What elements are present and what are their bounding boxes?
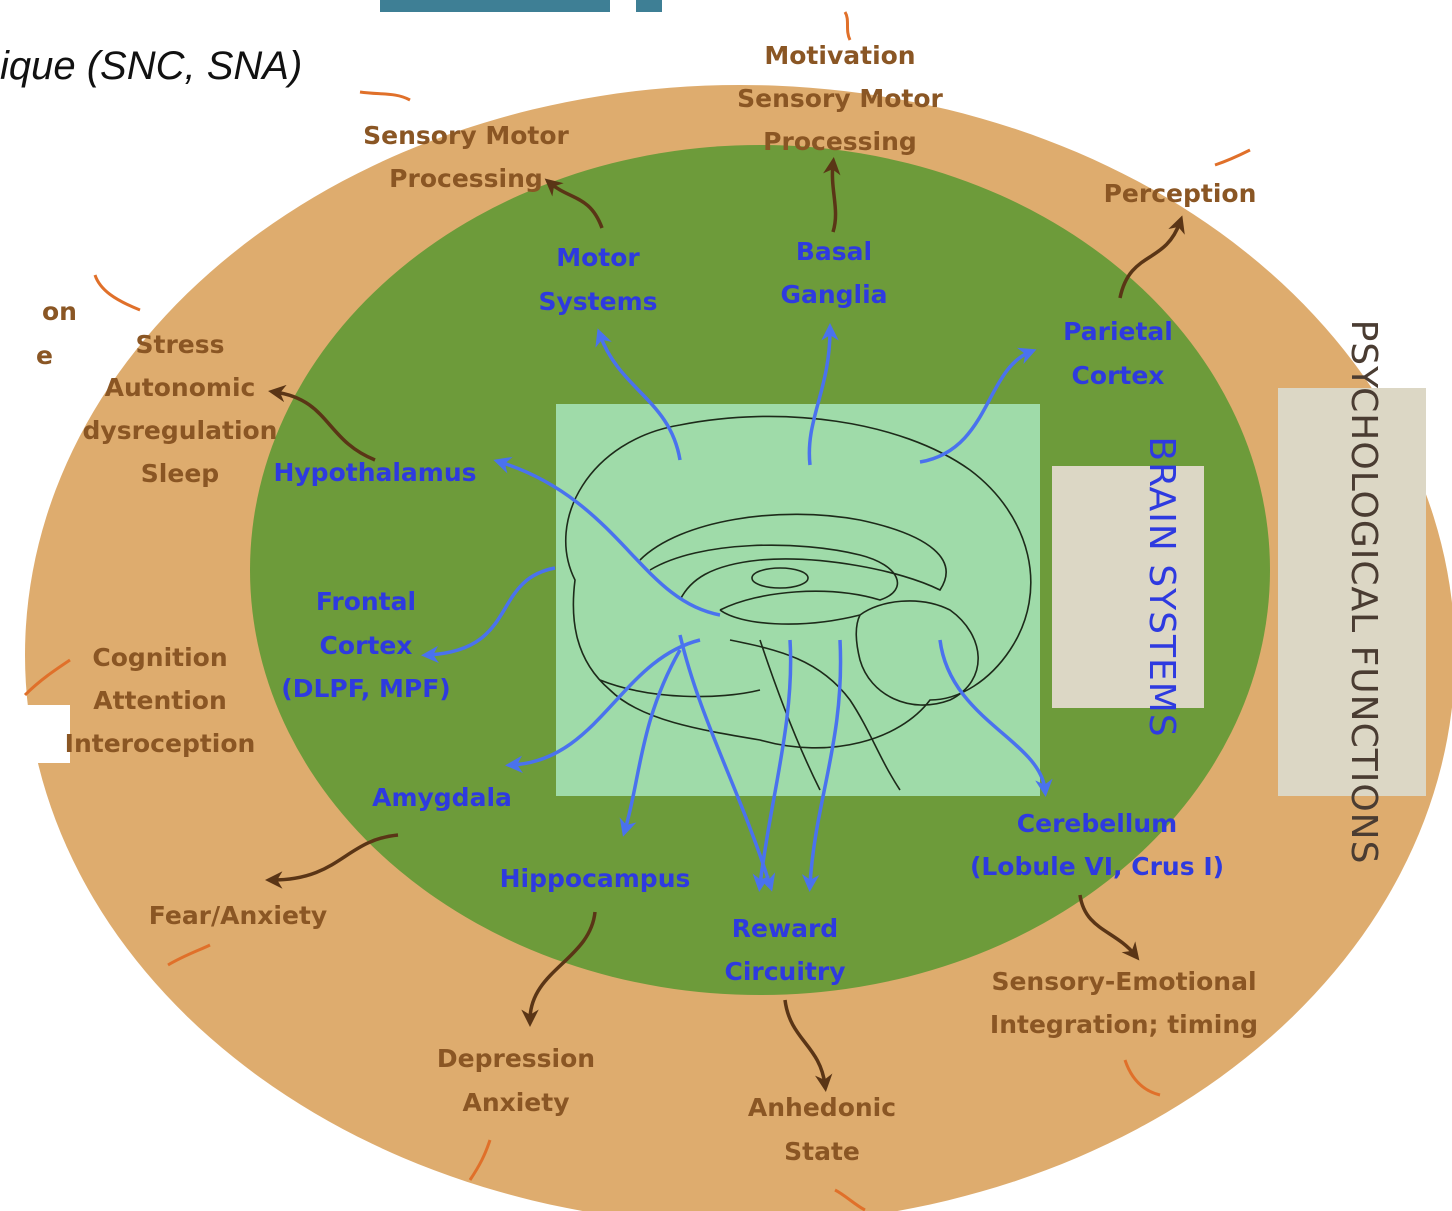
brain-systems-box xyxy=(1052,466,1204,708)
fear-anxiety-label: Fear/Anxiety xyxy=(149,901,327,930)
brown-arrows xyxy=(265,157,1185,1092)
arrow-to-frontal-cortex xyxy=(421,566,556,664)
arrow-to-anhedonic xyxy=(783,999,833,1092)
arrow-to-hypothalamus xyxy=(493,456,721,617)
arrow-to-basal-ganglia xyxy=(807,323,839,466)
cerebellum-label: Cerebellum(Lobule VI, Crus I) xyxy=(970,809,1224,881)
arrow-to-sensory-motor xyxy=(544,178,604,229)
arrow-to-amygdala xyxy=(505,638,701,774)
brain-systems-label: BRAIN SYSTEMS xyxy=(1141,436,1182,737)
arrow-to-cerebellum xyxy=(938,639,1053,797)
hypothalamus-label: Hypothalamus xyxy=(273,458,476,487)
perception-label: Perception xyxy=(1104,179,1257,208)
amygdala-label: Amygdala xyxy=(372,783,512,812)
arrow-to-fear xyxy=(265,833,399,889)
top-title-bar-fragment-2 xyxy=(636,0,662,12)
arrow-to-depression xyxy=(521,911,597,1027)
arrow-to-hippocampus xyxy=(619,649,682,837)
arrow-to-motor-systems xyxy=(595,328,682,461)
brain-sketch xyxy=(565,415,1032,791)
psychological-functions-box xyxy=(1278,388,1426,796)
blue-arrows xyxy=(421,323,1053,892)
psychological-functions-label: PSYCHOLOGICAL FUNCTIONS xyxy=(1343,320,1384,865)
left-edge-cut xyxy=(0,705,70,763)
arrow-to-reward-2 xyxy=(752,639,793,892)
header-text: ique (SNC, SNA) xyxy=(0,44,303,88)
arrow-to-reward-1 xyxy=(678,634,776,892)
arrow-to-sensory-emotional xyxy=(1078,894,1140,961)
arrow-to-parietal-cortex xyxy=(919,347,1037,464)
hippocampus-label: Hippocampus xyxy=(500,864,691,893)
top-title-bar-fragment xyxy=(380,0,610,12)
arrow-to-reward-3 xyxy=(801,639,843,892)
arrow-to-motivation xyxy=(823,157,841,233)
arrow-to-stress xyxy=(268,384,376,462)
arrow-to-perception xyxy=(1118,215,1185,299)
center-brain-square xyxy=(556,404,1040,796)
edge-ticks xyxy=(23,11,1251,1211)
